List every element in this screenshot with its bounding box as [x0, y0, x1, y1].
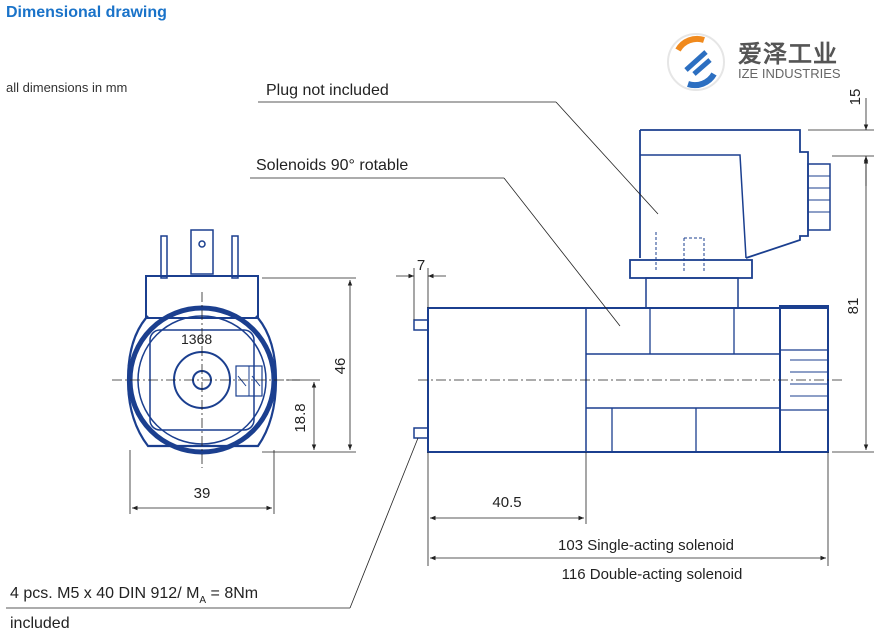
logo-chinese-text: 爱泽工业: [738, 41, 838, 68]
drawing-title: Dimensional drawing: [6, 4, 167, 21]
front-view-code: 1368: [181, 331, 212, 347]
company-logo: 爱泽工业 IZE INDUSTRIES: [664, 30, 864, 94]
units-note: all dimensions in mm: [6, 80, 128, 95]
dimension-40-5: 40.5: [492, 494, 521, 511]
dimension-81: 81: [845, 298, 862, 315]
logo-mark-icon: [667, 33, 725, 91]
dimension-116: 116 Double-acting solenoid: [562, 566, 743, 583]
dimension-18-8: 18.8: [292, 403, 309, 432]
dimension-15: 15: [847, 89, 864, 106]
dimension-39: 39: [194, 485, 211, 502]
dimension-46: 46: [332, 358, 349, 375]
dimension-103: 103 Single-acting solenoid: [558, 537, 734, 554]
callout-solenoids-rotable: Solenoids 90° rotable: [256, 157, 408, 174]
leader-lines: [6, 101, 659, 609]
callout-plug-not-included: Plug not included: [266, 82, 389, 99]
dimension-7: 7: [417, 257, 425, 274]
logo-english-text: IZE INDUSTRIES: [738, 66, 841, 81]
callout-screws-included: included: [10, 615, 70, 632]
callout-screws: 4 pcs. M5 x 40 DIN 912/ MA = 8Nm: [10, 585, 258, 606]
